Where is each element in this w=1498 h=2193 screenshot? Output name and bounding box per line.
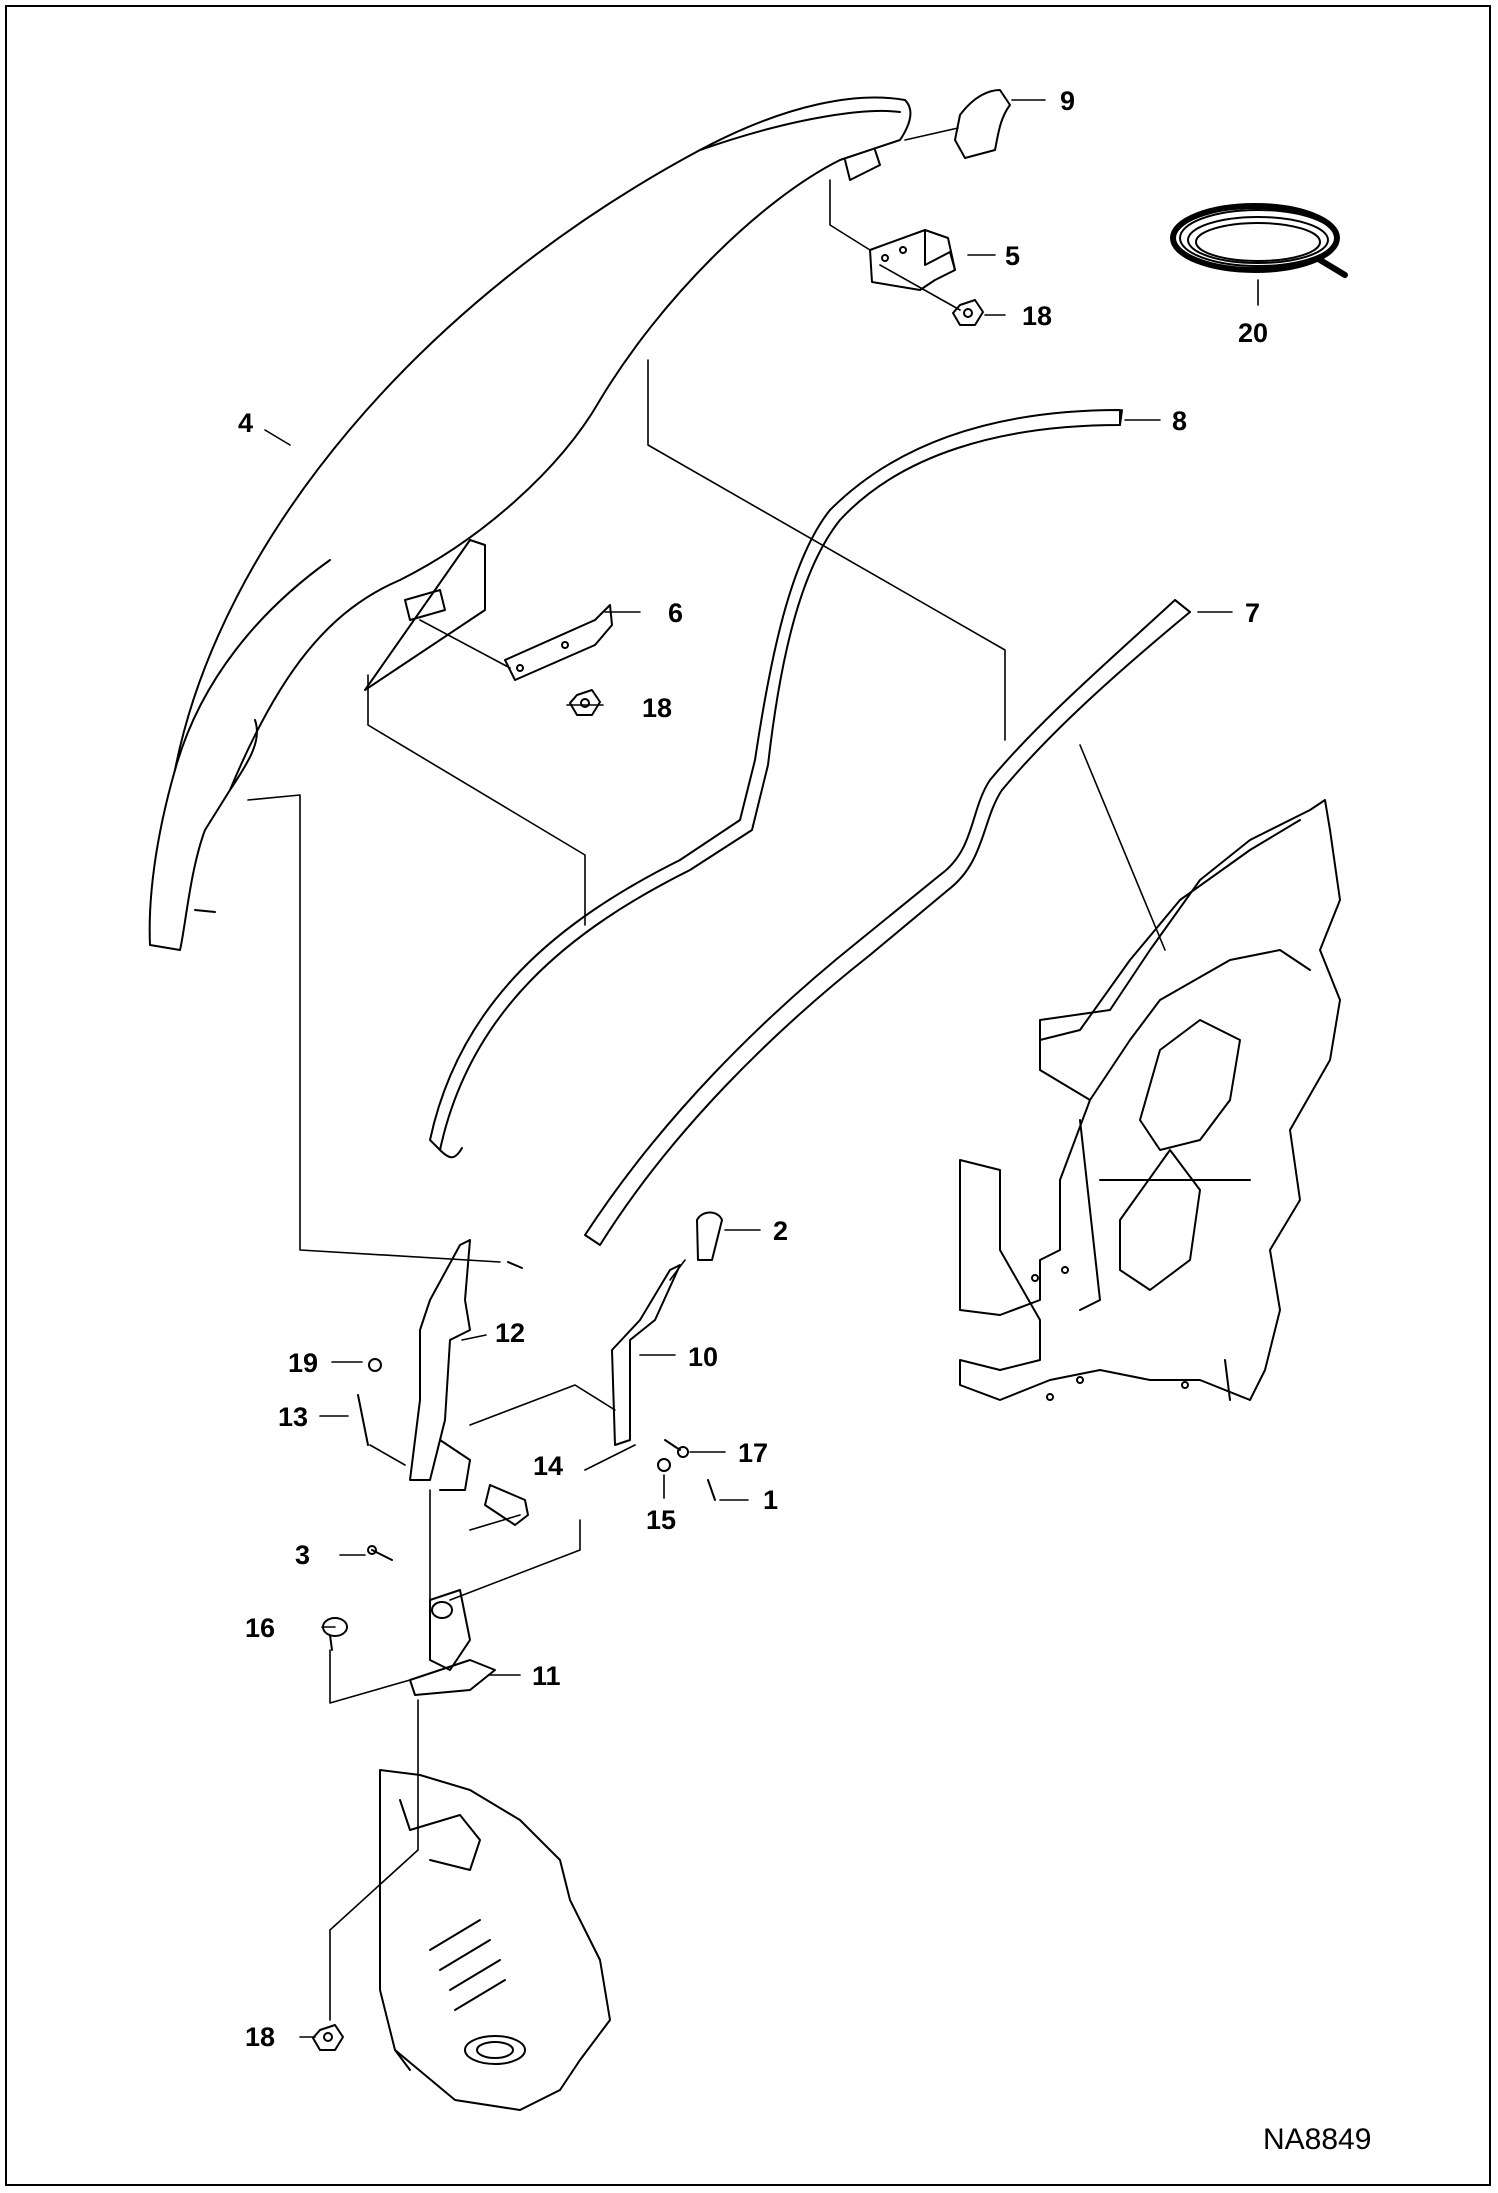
callout-18: 18: [642, 693, 673, 723]
callout-17: 17: [738, 1438, 769, 1468]
lower-mount-part: [379, 1769, 611, 2111]
callout-14: 14: [533, 1451, 564, 1481]
callout-4: 4: [238, 408, 254, 438]
callout-20: 20: [1238, 318, 1269, 348]
part-15-washer: [657, 1458, 671, 1472]
part-5-bracket: [869, 229, 956, 291]
callout-9: 9: [1060, 86, 1076, 116]
part-11-hinge: [409, 1589, 496, 1696]
callout-8: 8: [1172, 406, 1188, 436]
callout-11: 11: [532, 1661, 561, 1691]
part-20-hose-coil: [1170, 203, 1348, 278]
part-3-screw: [367, 1545, 393, 1561]
callout-7: 7: [1245, 598, 1261, 628]
part-7-seal: [584, 599, 1191, 1246]
callout-12: 12: [495, 1318, 526, 1348]
callout-5: 5: [1005, 241, 1021, 271]
callout-6: 6: [668, 598, 684, 628]
part-16-button: [322, 1617, 348, 1651]
part-17-bolt: [664, 1439, 689, 1458]
nut-18a: [952, 299, 984, 326]
part-19-nut: [368, 1358, 382, 1372]
leader-lines: [247, 99, 1259, 2038]
callout-2: 2: [773, 1216, 789, 1246]
part-6-bracket: [504, 604, 613, 681]
nut-18c: [312, 2024, 344, 2051]
callout-3: 3: [295, 1540, 311, 1570]
drawing-frame: [5, 5, 1491, 2186]
part-14-pin: [484, 1484, 529, 1526]
callout-19: 19: [288, 1348, 319, 1378]
bolt-small: [507, 1261, 523, 1269]
callout-1: 1: [763, 1485, 779, 1515]
callout-18: 18: [1022, 301, 1053, 331]
callout-16: 16: [245, 1613, 276, 1643]
callout-15: 15: [646, 1505, 677, 1535]
part-8-seal: [429, 409, 1123, 1159]
part-2-knob: [696, 1211, 723, 1261]
side-panel-part: [959, 799, 1341, 1401]
callout-18: 18: [245, 2022, 276, 2052]
nut-18b: [569, 689, 601, 716]
callout-13: 13: [278, 1402, 309, 1432]
fender-cover-part: [148, 96, 912, 951]
part-9-cap: [954, 89, 1011, 159]
callout-10: 10: [688, 1342, 719, 1372]
part-1-clip: [707, 1479, 716, 1501]
drawing-number: NA8849: [1263, 2123, 1372, 2156]
part-13-pin: [357, 1394, 369, 1446]
part-10-lever: [611, 1264, 681, 1446]
part-12-bracket: [409, 1239, 471, 1491]
